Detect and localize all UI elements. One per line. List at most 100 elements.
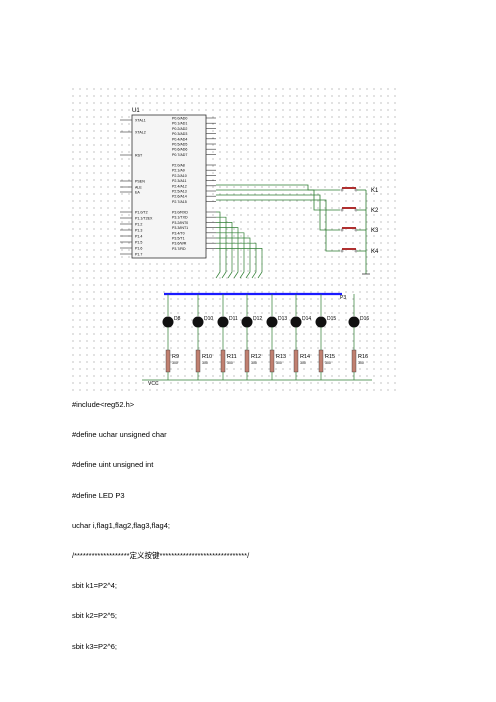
resistor-value: 300 bbox=[251, 361, 257, 365]
led-label: D15 bbox=[327, 316, 336, 322]
key-contact bbox=[340, 208, 344, 212]
chip-pin-label: P0.0/AD0 bbox=[172, 117, 187, 121]
key-wire bbox=[216, 199, 340, 252]
led-label: D12 bbox=[253, 316, 262, 322]
led bbox=[192, 316, 204, 328]
resistor-label: R16 bbox=[358, 354, 368, 360]
resistor-label: R12 bbox=[251, 354, 261, 360]
code-line-3: #define uint unsigned int bbox=[72, 460, 154, 470]
chip-pin-label: P1.6 bbox=[135, 247, 142, 251]
code-line-2: #define uchar unsigned char bbox=[72, 430, 167, 440]
p3-wire bbox=[215, 211, 221, 279]
chip-pin-label: P1.2 bbox=[135, 223, 142, 227]
key-contact bbox=[340, 228, 344, 232]
chip-pin-label: P2.4/A12 bbox=[172, 184, 187, 188]
led bbox=[348, 316, 360, 328]
chip-pin-label: P3.2/INT0 bbox=[172, 221, 188, 225]
bus-label: P3 bbox=[340, 295, 346, 301]
chip-pin-label: XTAL2 bbox=[135, 131, 146, 135]
resistor-label: R15 bbox=[325, 354, 335, 360]
chip-pin-label: P0.6/AD6 bbox=[172, 148, 187, 152]
code-line-6: /*******************定义按键****************… bbox=[72, 550, 250, 560]
led bbox=[266, 316, 278, 328]
resistor bbox=[293, 349, 299, 373]
led-label: D13 bbox=[278, 316, 287, 322]
resistor bbox=[165, 349, 171, 373]
led bbox=[290, 316, 302, 328]
led-label: D11 bbox=[229, 316, 238, 322]
mcu-chip: U1 XTAL1XTAL2RSTPSENALEEAP1.0/T2P1.1/T2E… bbox=[120, 108, 216, 259]
chip-pin-label: P0.5/AD5 bbox=[172, 143, 187, 147]
code-line-1: #include<reg52.h> bbox=[72, 400, 135, 409]
p3-wire bbox=[216, 222, 233, 279]
chip-pin-label: P2.7/A15 bbox=[172, 200, 187, 204]
chip-pin-label: P2.3/A11 bbox=[172, 179, 187, 183]
p3-wire bbox=[216, 248, 263, 279]
chip-pin-label: ALE bbox=[135, 186, 142, 190]
p3-wire bbox=[216, 216, 227, 279]
key-contact bbox=[340, 188, 344, 192]
key-wire bbox=[216, 184, 340, 191]
resistor bbox=[351, 349, 357, 373]
chip-pin-label: P1.3 bbox=[135, 229, 142, 233]
chip-pin-label: P3.0/RXD bbox=[172, 211, 188, 215]
key-label: K3 bbox=[371, 228, 379, 234]
key-label: K2 bbox=[371, 208, 379, 214]
key-contact bbox=[340, 249, 344, 253]
led-array: D8 D10 D11 D12 D13 D14 D15 D16 bbox=[162, 294, 369, 350]
led-label: D8 bbox=[174, 316, 181, 322]
resistor-value: 300 bbox=[300, 361, 306, 365]
key-wires bbox=[216, 184, 340, 252]
chip-pin-label: P0.3/AD3 bbox=[172, 132, 187, 136]
resistor-value: 300 bbox=[172, 361, 178, 365]
led-label: D10 bbox=[204, 316, 213, 322]
code-line-8: sbit k2=P2^5; bbox=[72, 611, 118, 621]
led bbox=[315, 316, 327, 328]
chip-pin-label: P1.0/T2 bbox=[135, 211, 148, 215]
chip-pin-label: P2.5/A13 bbox=[172, 190, 187, 194]
chip-pin-label: P3.7/RD bbox=[172, 247, 186, 251]
chip-pin-label: XTAL1 bbox=[135, 119, 146, 123]
code-line-4: #define LED P3 bbox=[72, 490, 125, 500]
resistor-label: R9 bbox=[172, 354, 179, 360]
resistor-value: 300 bbox=[202, 361, 208, 365]
code-listing: #include<reg52.h> #define uchar unsigned… bbox=[72, 400, 452, 672]
grid-background bbox=[72, 88, 400, 392]
led-label: D14 bbox=[302, 316, 311, 322]
chip-pin-label: EA bbox=[135, 191, 140, 195]
resistor bbox=[220, 349, 226, 373]
chip-pin-label: P2.0/A8 bbox=[172, 164, 185, 168]
chip-pin-label: P3.1/TXD bbox=[172, 216, 188, 220]
resistor bbox=[318, 349, 324, 373]
chip-pin-label: P2.1/A9 bbox=[172, 169, 185, 173]
code-line-9: sbit k3=P2^6; bbox=[72, 641, 118, 651]
vcc-label: VCC bbox=[148, 381, 159, 387]
chip-pin-label: P0.2/AD2 bbox=[172, 127, 187, 131]
led bbox=[217, 316, 229, 328]
key-label: K4 bbox=[371, 249, 379, 255]
resistor-array: R9300R10300R11300R12300R13300R14300R1530… bbox=[165, 349, 368, 380]
key-switch-body bbox=[342, 187, 356, 189]
led bbox=[162, 316, 174, 328]
resistor-value: 300 bbox=[358, 361, 364, 365]
code-line-5: uchar i,flag1,flag2,flag3,flag4; bbox=[72, 520, 170, 530]
chip-pin-label: P1.1/T2EX bbox=[135, 217, 153, 221]
chip-pin-label: RST bbox=[135, 154, 143, 158]
key-label: K1 bbox=[371, 188, 379, 194]
resistor-label: R13 bbox=[276, 354, 286, 360]
resistor-label: R11 bbox=[227, 354, 237, 360]
resistor-value: 300 bbox=[276, 361, 282, 365]
resistor bbox=[195, 349, 201, 373]
chip-pin-label: P0.7/AD7 bbox=[172, 153, 187, 157]
key-switch-body bbox=[342, 207, 356, 209]
chip-pin-label: P3.4/T0 bbox=[172, 231, 185, 235]
chip-pin-label: P3.3/INT1 bbox=[172, 226, 188, 230]
chip-pin-label: P2.6/A14 bbox=[172, 195, 187, 199]
key-switch-body bbox=[342, 248, 356, 250]
p3-wires bbox=[215, 211, 263, 279]
led-label: D16 bbox=[360, 316, 369, 322]
resistor-value: 300 bbox=[325, 361, 331, 365]
resistor bbox=[244, 349, 250, 373]
